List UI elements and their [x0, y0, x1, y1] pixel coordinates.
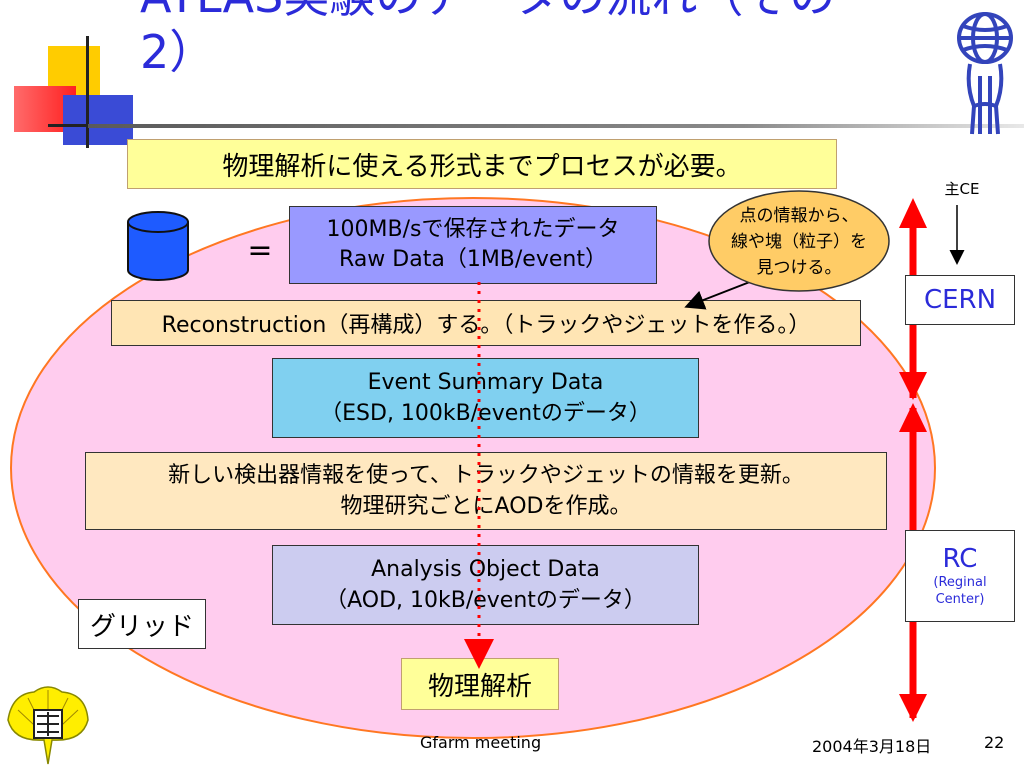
callout-line2: 線や塊（粒子）を: [731, 232, 867, 252]
main-ce-label: 主CE: [944, 180, 980, 198]
callout-line3: 見つける。: [756, 258, 842, 278]
footer-date: 2004年3月18日: [812, 737, 932, 756]
reconstruction-box: Reconstruction（再構成）する。（トラックやジェットを作る。）: [111, 300, 861, 346]
footer-page-number: 22: [984, 733, 1005, 752]
rc-sub-line1: (Reginal: [933, 575, 987, 590]
grid-label-text: グリッド: [89, 611, 194, 642]
title-deco-hline: [48, 124, 106, 127]
aod-line2: （AOD, 10kB/eventのデータ）: [325, 588, 646, 613]
callout-bubble: [708, 190, 890, 292]
atlas-logo-icon: [957, 12, 1013, 135]
update-box: 新しい検出器情報を使って、トラックやジェットの情報を更新。 物理研究ごとにAOD…: [85, 452, 887, 530]
headline-box: 物理解析に使える形式までプロセスが必要。: [127, 139, 837, 189]
esd-line2: （ESD, 100kB/eventのデータ）: [320, 401, 651, 426]
reconstruction-text: Reconstruction（再構成）する。（トラックやジェットを作る。）: [161, 313, 811, 338]
cern-box: CERN: [905, 275, 1015, 325]
slide-title-line2: 2）: [140, 25, 216, 79]
ginkgo-logo-icon: [7, 686, 89, 765]
esd-line1: Event Summary Data: [367, 370, 604, 395]
physics-analysis-text: 物理解析: [427, 671, 532, 702]
slide-title-line1: ATLAS実験のデータの流れ（その: [140, 0, 940, 24]
raw-data-line1: 100MB/sで保存されたデータ: [326, 217, 620, 242]
raw-data-line2: Raw Data（1MB/event）: [339, 247, 607, 272]
database-cylinder-icon: [127, 211, 189, 281]
update-line1: 新しい検出器情報を使って、トラックやジェットの情報を更新。: [168, 463, 804, 488]
rc-text: RC: [942, 544, 978, 574]
rc-box: RC (Reginal Center): [905, 530, 1015, 622]
aod-line1: Analysis Object Data: [371, 557, 600, 582]
raw-data-box: 100MB/sで保存されたデータ Raw Data（1MB/event）: [289, 206, 657, 284]
callout-text: 点の情報から、 線や塊（粒子）を 見つける。: [714, 200, 884, 284]
footer-meeting: Gfarm meeting: [420, 733, 542, 752]
update-line2: 物理研究ごとにAODを作成。: [340, 494, 632, 519]
title-deco-blue: [63, 95, 133, 145]
grid-label-box: グリッド: [78, 599, 206, 649]
aod-box: Analysis Object Data （AOD, 10kB/eventのデー…: [272, 545, 699, 625]
title-deco-vline: [86, 36, 89, 148]
rc-sub-line2: Center): [935, 592, 985, 607]
slide-title: ATLAS実験のデータの流れ（その 2）: [140, 0, 940, 80]
callout-line1: 点の情報から、: [739, 206, 859, 226]
cern-text: CERN: [923, 285, 997, 315]
title-rule: [88, 124, 1024, 128]
esd-box: Event Summary Data （ESD, 100kB/eventのデータ…: [272, 358, 699, 438]
equals-sign: =: [240, 232, 280, 268]
headline-text: 物理解析に使える形式までプロセスが必要。: [222, 151, 742, 182]
equals-text: =: [247, 232, 273, 268]
